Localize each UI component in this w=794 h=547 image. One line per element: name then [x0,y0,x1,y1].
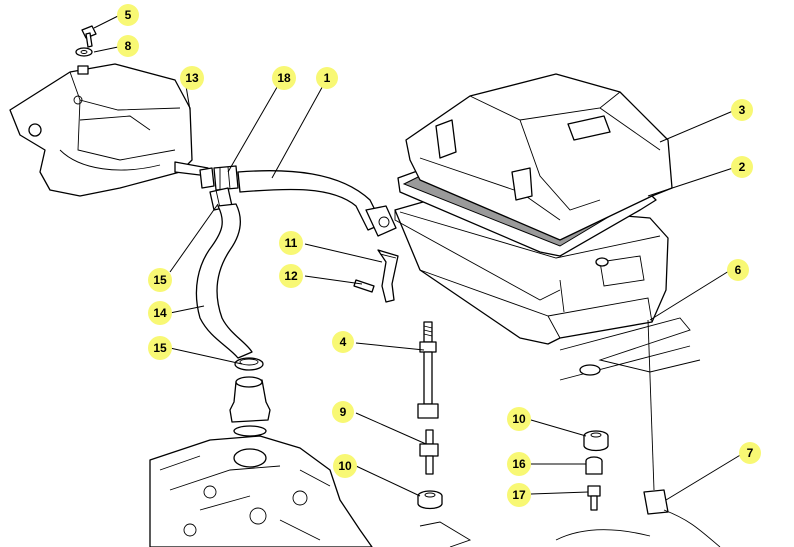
part-18-hose-clamp [199,165,239,191]
callout-10-right: 10 [507,407,531,431]
callout-2: 2 [731,156,753,178]
part-7-drain-hose [555,319,721,547]
svg-text:10: 10 [512,412,526,426]
callout-3: 3 [731,99,753,121]
svg-text:6: 6 [735,263,742,277]
svg-text:11: 11 [285,236,298,250]
svg-text:4: 4 [340,335,347,349]
part-16-spacer [585,456,603,475]
svg-text:3: 3 [739,103,746,117]
svg-text:16: 16 [512,457,526,471]
svg-text:18: 18 [277,71,291,85]
svg-text:13: 13 [185,71,199,85]
callout-17: 17 [507,483,531,507]
svg-text:2: 2 [739,160,746,174]
part-14-hose [195,203,253,359]
callout-12: 12 [279,264,303,288]
part-10-grommet-left [417,490,443,510]
callout-14: 14 [148,301,172,325]
engine-block [149,435,373,547]
part-9-bolt [419,429,439,475]
svg-text:17: 17 [512,488,526,502]
breather-union [229,376,271,437]
mounting-bracket [419,317,701,547]
svg-text:5: 5 [125,8,132,22]
part-17-bolt [587,485,601,511]
callout-1: 1 [316,67,338,89]
svg-text:9: 9 [340,405,347,419]
svg-text:14: 14 [153,306,167,320]
part-12-rivet [353,279,375,293]
svg-text:7: 7 [747,446,754,460]
callout-11: 11 [279,231,303,255]
callout-5: 5 [117,4,139,26]
part-1-hose [237,170,397,237]
leader-lines [93,15,743,501]
callout-18: 18 [272,66,296,90]
part-11-bracket [377,249,399,303]
callout-8: 8 [117,35,139,57]
part-4-stud [417,321,439,419]
svg-text:12: 12 [284,269,298,283]
callout-4: 4 [332,331,354,353]
callout-7: 7 [739,442,761,464]
callout-6: 6 [727,259,749,281]
svg-text:1: 1 [324,71,331,85]
part-8-washer [75,47,93,57]
callout-13: 13 [180,66,204,90]
callout-16: 16 [507,452,531,476]
callout-10-left: 10 [333,454,357,478]
svg-text:8: 8 [125,39,132,53]
part-15-lower-clamp [234,357,264,371]
part-10-grommet-right [583,430,609,452]
callout-9: 9 [332,401,354,423]
part-13-reservoir-tank [9,63,209,197]
part-6-air-box-housing [394,199,669,345]
svg-text:15: 15 [153,341,167,355]
callout-15-upper: 15 [148,268,172,292]
callout-15-lower: 15 [148,336,172,360]
svg-text:10: 10 [338,459,352,473]
svg-text:15: 15 [153,273,167,287]
part-5-screw [81,25,97,48]
